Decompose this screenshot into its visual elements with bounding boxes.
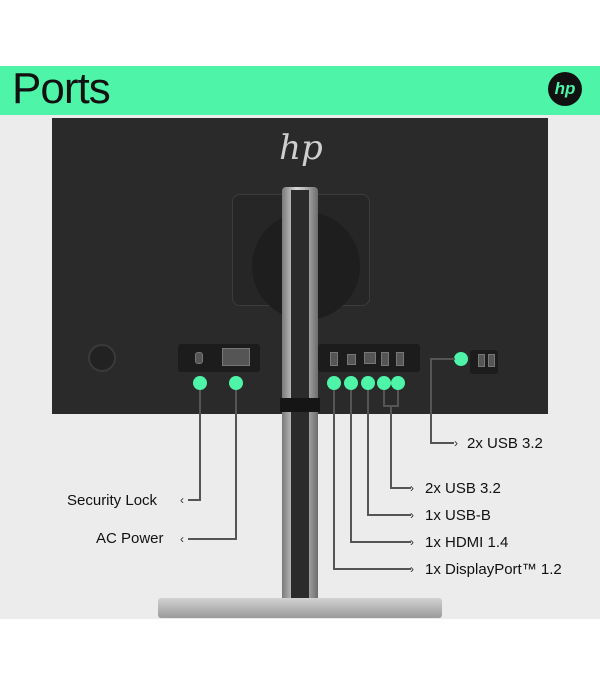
side-usb-marker	[454, 352, 468, 366]
connector-line	[430, 358, 455, 360]
security-lock-slot-icon	[195, 352, 203, 364]
displayport-label: 1x DisplayPort™ 1.2	[425, 561, 562, 578]
usb-a-port-icon	[381, 352, 389, 366]
connector-line	[350, 541, 411, 543]
usb-a-port-icon	[478, 354, 485, 367]
monitor-hp-logo: hp	[279, 128, 323, 168]
rear-usb-label: 2x USB 3.2	[425, 480, 501, 497]
header-banner: Ports	[0, 66, 600, 115]
arrow-right-icon: ›	[410, 508, 414, 522]
connector-line	[367, 390, 369, 515]
usb-b-port-icon	[364, 352, 376, 364]
connector-line	[199, 390, 201, 500]
stand-base	[158, 598, 442, 618]
security-lock-label: Security Lock	[67, 492, 158, 509]
connector-line	[430, 358, 432, 443]
ac-power-label: AC Power	[96, 530, 164, 547]
connector-line	[333, 390, 335, 569]
arrow-right-icon: ›	[410, 535, 414, 549]
connector-line	[333, 568, 411, 570]
displayport-icon	[330, 352, 338, 366]
usb-a-port-icon	[488, 354, 495, 367]
connector-line	[430, 442, 454, 444]
cable-clip	[280, 398, 320, 412]
hp-logo-icon: hp	[548, 72, 582, 106]
displayport-marker	[327, 376, 341, 390]
arrow-right-icon: ›	[454, 436, 458, 450]
arrow-left-icon: ‹	[180, 493, 184, 507]
connector-line	[383, 390, 385, 406]
page-title: Ports	[12, 64, 111, 113]
stand-channel	[291, 190, 309, 600]
hdmi-marker	[344, 376, 358, 390]
power-button-icon	[88, 344, 116, 372]
connector-line	[390, 405, 392, 488]
connector-line	[367, 514, 411, 516]
hdmi-label: 1x HDMI 1.4	[425, 534, 509, 551]
connector-line	[235, 390, 237, 539]
connector-line	[397, 390, 399, 406]
ac-power-socket-icon	[222, 348, 250, 366]
connector-line	[188, 538, 237, 540]
arrow-left-icon: ‹	[180, 532, 184, 546]
usb-a-port-icon	[396, 352, 404, 366]
security-lock-marker	[193, 376, 207, 390]
connector-line	[350, 390, 352, 542]
arrow-right-icon: ›	[410, 562, 414, 576]
connector-line	[390, 487, 411, 489]
usb-b-marker	[361, 376, 375, 390]
connector-line	[188, 499, 201, 501]
usb-a-marker	[377, 376, 391, 390]
usb-b-label: 1x USB-B	[425, 507, 491, 524]
arrow-right-icon: ›	[410, 481, 414, 495]
hdmi-port-icon	[347, 354, 356, 365]
side-usb-label: 2x USB 3.2	[467, 435, 543, 452]
usb-a-marker	[391, 376, 405, 390]
ac-power-marker	[229, 376, 243, 390]
